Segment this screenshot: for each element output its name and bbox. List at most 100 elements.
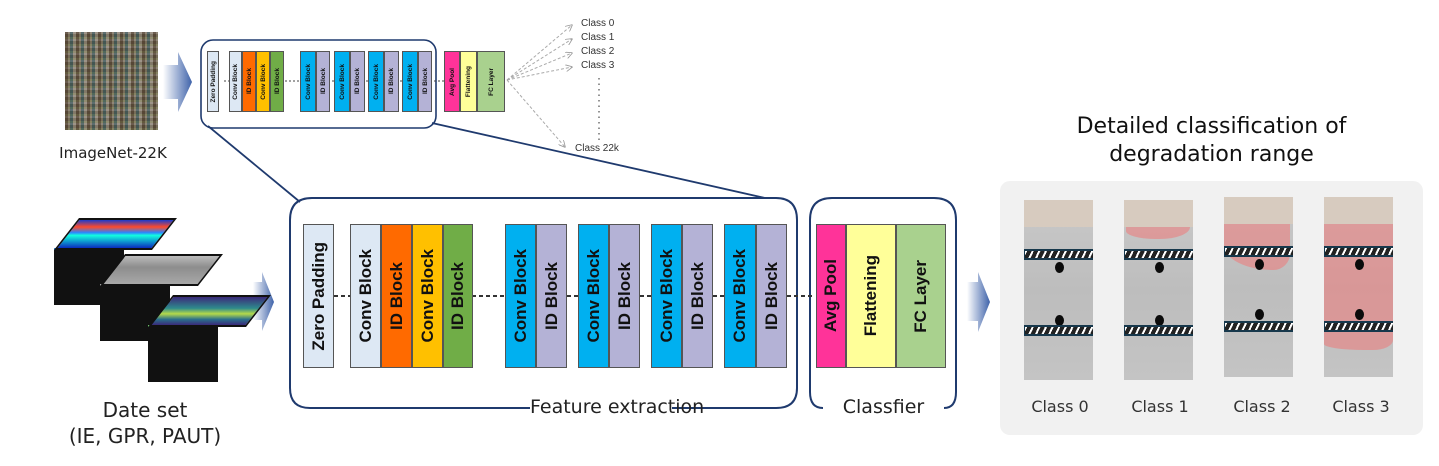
class-label-0: Class 0: [1031, 397, 1089, 416]
block-label: ID Block: [421, 68, 429, 95]
result-title-line1: Detailed classification of: [1076, 114, 1347, 139]
block-id-block: ID Block: [242, 51, 256, 112]
block-avg-pool: Avg Pool: [444, 51, 460, 112]
output-class-2: Class 2: [581, 46, 615, 57]
block-label: Zero Padding: [308, 241, 328, 351]
block-conv-block: Conv Block: [350, 224, 381, 368]
result-title-line2: degradation range: [1109, 142, 1314, 167]
block-conv-block: Conv Block: [412, 224, 443, 368]
rebar-top: [1124, 249, 1193, 260]
dataset-title: Date set: [102, 398, 188, 422]
block-label: Conv Block: [338, 63, 346, 100]
zoom-line-left: [207, 125, 301, 203]
block-id-block: ID Block: [443, 224, 473, 368]
block-conv-block: Conv Block: [651, 224, 682, 368]
block-id-block: ID Block: [418, 51, 432, 112]
sample-class-1: [1124, 200, 1193, 380]
block-label: ID Block: [245, 68, 253, 95]
degradation-area: [1126, 227, 1190, 239]
block-label: Conv Block: [232, 63, 239, 100]
rebar-dot: [1355, 309, 1364, 320]
block-id-block: ID Block: [381, 224, 412, 368]
rebar-dot: [1155, 315, 1164, 326]
rebar-top: [1224, 246, 1293, 257]
class-label-3: Class 3: [1332, 397, 1390, 416]
block-conv-block: Conv Block: [505, 224, 536, 368]
block-conv-block: Conv Block: [402, 51, 418, 112]
rebar-dot: [1255, 259, 1264, 270]
block-label: Conv Block: [372, 63, 380, 100]
block-label: Conv Block: [406, 63, 414, 100]
block-label: ID Block: [388, 68, 395, 95]
block-label: Avg Pool: [448, 67, 456, 96]
block-label: Conv Block: [355, 249, 375, 343]
imagenet-label: ImageNet-22K: [59, 144, 167, 162]
block-conv-block: Conv Block: [724, 224, 756, 368]
output-arrow-22k: [506, 79, 565, 147]
arrow-result-icon: [967, 272, 990, 332]
class-label-2: Class 2: [1233, 397, 1291, 416]
block-id-block: ID Block: [536, 224, 567, 368]
feature-extraction-frame: [289, 197, 798, 409]
sample-class-3: [1324, 197, 1393, 377]
block-conv-block: Conv Block: [256, 51, 270, 112]
dataset-stack-ie: [54, 218, 178, 308]
block-label: Conv Block: [510, 249, 530, 343]
block-label: Zero Padding: [209, 60, 217, 103]
rebar-dot: [1055, 315, 1064, 326]
output-class-3: Class 3: [581, 60, 615, 71]
block-label: Conv Block: [417, 249, 437, 343]
classifier-frame: [809, 197, 957, 409]
block-avg-pool: Avg Pool: [816, 224, 846, 368]
pretrain-feature-frame: [200, 39, 437, 129]
output-class-1: Class 1: [581, 32, 615, 43]
block-id-block: ID Block: [682, 224, 713, 368]
output-class-22k: Class 22k: [575, 143, 619, 154]
rebar-bottom: [1324, 321, 1393, 332]
block-label: ID Block: [761, 261, 781, 331]
zoom-line-right: [431, 122, 766, 199]
block-label: FC Layer: [911, 259, 930, 333]
rebar-top: [1024, 249, 1093, 260]
dataset-stack-gpr: [100, 254, 224, 344]
rebar-dot: [1255, 309, 1264, 320]
class-label-1: Class 1: [1131, 397, 1189, 416]
block-conv-block: Conv Block: [578, 224, 609, 368]
rebar-dot: [1155, 262, 1164, 273]
block-conv-block: Conv Block: [229, 51, 242, 112]
dataset-subtitle: (IE, GPR, PAUT): [68, 424, 222, 448]
rebar-bottom: [1224, 321, 1293, 332]
block-label: ID Block: [319, 68, 327, 95]
dataset-stack-paut: [148, 295, 272, 385]
block-zero-padding: Zero Padding: [303, 224, 334, 368]
rebar-dot: [1355, 259, 1364, 270]
block-id-block: ID Block: [270, 51, 284, 112]
block-label: ID Block: [354, 68, 361, 95]
block-flattening: Flattening: [846, 224, 896, 368]
block-label: ID Block: [273, 68, 281, 95]
block-label: ID Block: [386, 261, 406, 331]
block-label: ID Block: [687, 261, 707, 331]
block-id-block: ID Block: [756, 224, 787, 368]
output-arrow-1: [506, 39, 572, 81]
block-label: ID Block: [614, 261, 634, 331]
result-panel: Class 0 Class 1 Class 2 Class 3: [1000, 181, 1423, 435]
block-label: ID Block: [541, 261, 561, 331]
block-id-block: ID Block: [384, 51, 399, 112]
block-id-block: ID Block: [316, 51, 330, 112]
block-label: Conv Block: [259, 63, 267, 100]
block-label: FC Layer: [487, 67, 495, 96]
arrow-pretrain-icon: [163, 52, 192, 112]
block-label: Conv Block: [304, 63, 312, 100]
block-id-block: ID Block: [350, 51, 365, 112]
sample-class-0: [1024, 200, 1093, 380]
block-flattening: Flattening: [460, 51, 477, 112]
sample-class-2: [1224, 197, 1293, 377]
output-arrow-0: [506, 25, 572, 81]
block-label: Avg Pool: [821, 259, 840, 333]
block-label: Flattening: [465, 65, 472, 98]
classifier-label: Classfier: [842, 396, 925, 418]
block-conv-block: Conv Block: [368, 51, 384, 112]
block-label: Conv Block: [656, 249, 676, 343]
rebar-bottom: [1024, 325, 1093, 336]
